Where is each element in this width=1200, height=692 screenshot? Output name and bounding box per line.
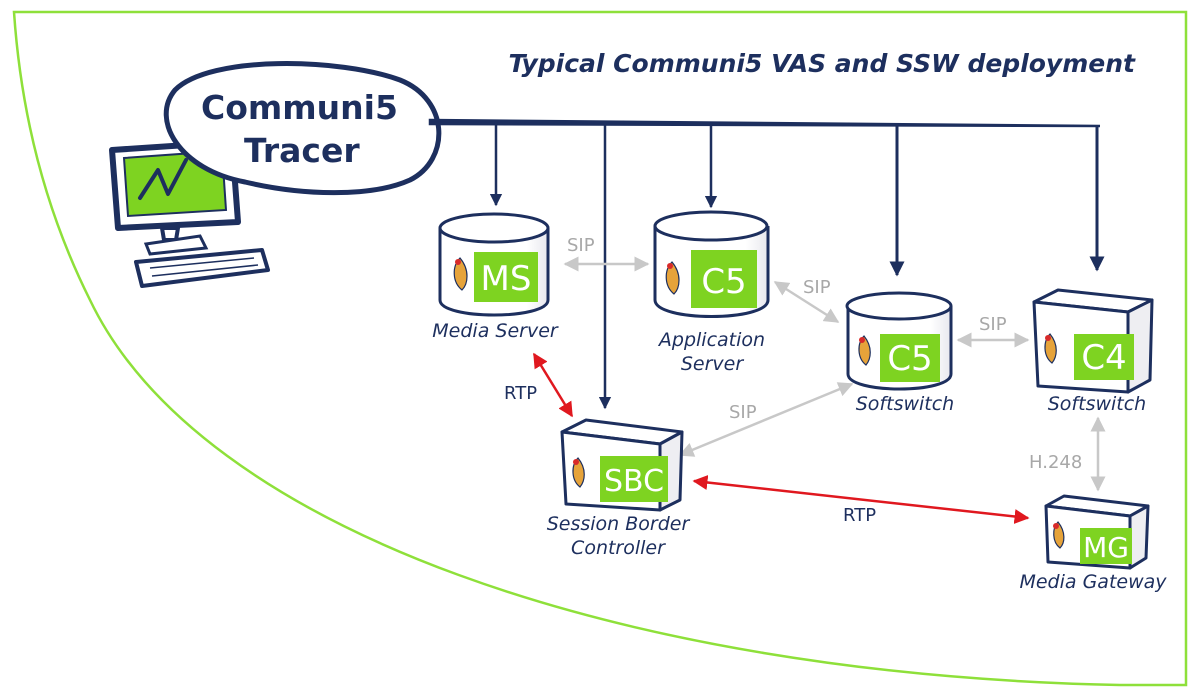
keyboard-icon bbox=[134, 248, 270, 288]
label-as-ssw5: SIP bbox=[803, 277, 831, 298]
label-ssw4-mg: H.248 bbox=[1029, 452, 1082, 473]
waveform-icon bbox=[138, 158, 188, 200]
node-media-server: MS bbox=[438, 212, 550, 317]
tracer-bubble: Communi5 Tracer bbox=[163, 61, 442, 196]
node-application-server: C5 bbox=[653, 210, 770, 318]
node-media-gateway: MG bbox=[1044, 494, 1150, 570]
node-session-border-controller-label-line2: Controller bbox=[571, 537, 666, 559]
node-softswitch-c5-badge: C5 bbox=[887, 339, 932, 379]
node-media-server-badge: MS bbox=[481, 259, 532, 299]
node-softswitch-c4-badge: C4 bbox=[1081, 338, 1126, 378]
label-ms-as: SIP bbox=[567, 235, 595, 256]
node-media-server-label: Media Server bbox=[432, 320, 559, 342]
node-media-gateway-label: Media Gateway bbox=[1019, 571, 1167, 593]
node-softswitch-c5-label: Softswitch bbox=[856, 393, 954, 415]
label-ms-sbc: RTP bbox=[504, 383, 537, 404]
tracer-label-line2: Tracer bbox=[244, 131, 360, 170]
signaling-links bbox=[563, 256, 1106, 492]
link-sbc-mg bbox=[692, 475, 1030, 524]
link-as-ssw5 bbox=[773, 280, 840, 324]
node-softswitch-c4-label: Softswitch bbox=[1048, 393, 1146, 415]
node-session-border-controller: SBC bbox=[560, 418, 684, 512]
node-media-gateway-badge: MG bbox=[1083, 531, 1129, 564]
page-title: Typical Communi5 VAS and SSW deployment bbox=[509, 49, 1136, 78]
tracer-label-line1: Communi5 bbox=[201, 88, 398, 127]
label-ssw5-ssw4: SIP bbox=[979, 314, 1007, 335]
node-application-server-label-line2: Server bbox=[681, 353, 744, 375]
label-ssw5-sbc: SIP bbox=[729, 402, 757, 423]
node-session-border-controller-label-line1: Session Border bbox=[547, 513, 691, 535]
node-application-server-label-line1: Application bbox=[657, 329, 765, 351]
node-session-border-controller-badge: SBC bbox=[604, 464, 664, 499]
label-sbc-mg: RTP bbox=[843, 505, 876, 526]
link-ssw5-sbc bbox=[678, 382, 854, 457]
node-softswitch-c4: C4 bbox=[1032, 288, 1154, 394]
trace-bus-line bbox=[428, 118, 1101, 128]
link-ms-sbc bbox=[532, 352, 574, 418]
frame-curve bbox=[12, 10, 1188, 687]
node-softswitch-c5: C5 bbox=[845, 291, 953, 391]
node-application-server-badge: C5 bbox=[701, 262, 746, 302]
media-links bbox=[532, 352, 1030, 524]
